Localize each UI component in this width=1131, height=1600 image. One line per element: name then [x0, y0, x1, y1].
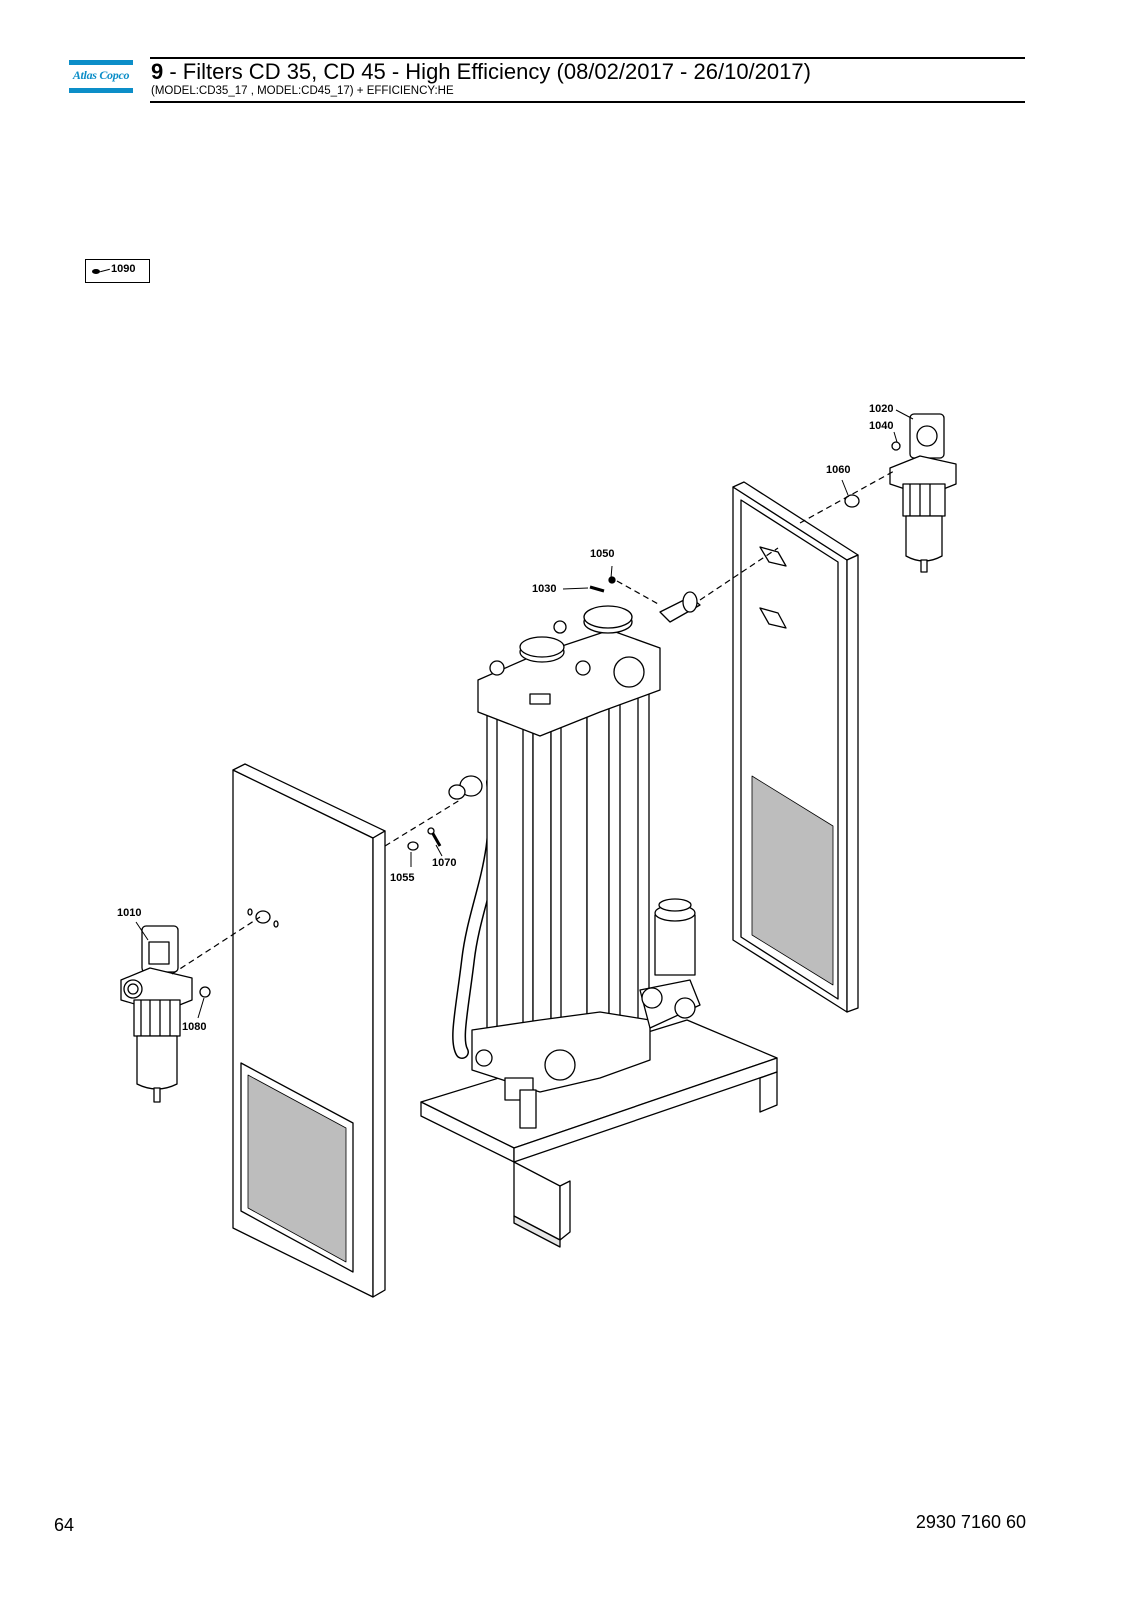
page-title: 9 - Filters CD 35, CD 45 - High Efficien…	[151, 59, 811, 85]
right-side-panel	[732, 481, 859, 1013]
page-subtitle: (MODEL:CD35_17 , MODEL:CD45_17) + EFFICI…	[151, 85, 454, 97]
logo-text: Atlas Copco	[72, 68, 130, 82]
right-line-filter	[844, 413, 957, 573]
logo-bar-top	[69, 60, 133, 65]
header-rule-bottom	[150, 101, 1025, 103]
page-number: 64	[54, 1515, 75, 1535]
callout-1055: 1055	[390, 872, 414, 884]
callout-1080: 1080	[182, 1021, 206, 1033]
legend-box: 1090	[85, 259, 150, 283]
leader-lines	[135, 409, 914, 1019]
document-number: 2930 7160 60	[915, 1512, 1026, 1532]
small-parts	[407, 576, 616, 851]
callout-1070: 1070	[432, 857, 456, 869]
callout-1060: 1060	[826, 464, 850, 476]
left-side-panel	[232, 763, 386, 1298]
section-number: 9	[151, 59, 164, 84]
callout-1030: 1030	[532, 583, 556, 595]
callout-1020: 1020	[869, 403, 893, 415]
main-filter-column	[471, 591, 701, 1129]
assembly-lines	[171, 469, 897, 975]
left-line-filter	[120, 925, 211, 1103]
header-rule-top	[150, 57, 1025, 59]
atlas-copco-logo: Atlas Copco	[69, 60, 133, 94]
washer-icon	[92, 269, 100, 274]
auto-drain-unit	[639, 898, 701, 1029]
callout-1040: 1040	[869, 420, 893, 432]
legend-label: 1090	[111, 263, 136, 275]
logo-bar-bottom	[69, 88, 133, 93]
callout-1010: 1010	[117, 907, 141, 919]
title-text: - Filters CD 35, CD 45 - High Efficiency…	[163, 59, 811, 84]
callout-1050: 1050	[590, 548, 614, 560]
